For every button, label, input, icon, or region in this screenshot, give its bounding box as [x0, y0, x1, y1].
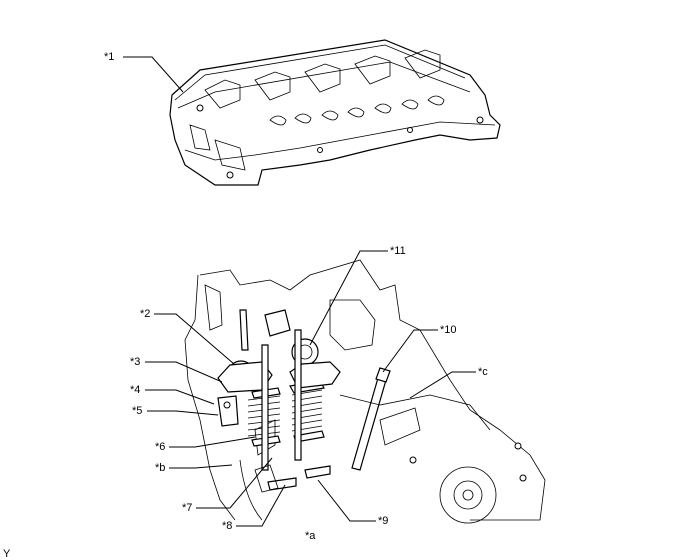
callout-11: *11 — [390, 245, 406, 257]
leader-line-b — [169, 464, 233, 469]
leader-line-9 — [317, 479, 376, 522]
callout-a: *a — [305, 530, 316, 542]
corner-mark: Y — [3, 548, 11, 560]
callout-9: *9 — [378, 515, 388, 527]
callout-b: *b — [155, 462, 165, 474]
callout-7: *7 — [182, 502, 192, 514]
callout-2: *2 — [140, 308, 150, 320]
leader-line-3 — [145, 361, 223, 383]
leader-line-c — [409, 371, 476, 399]
leader-line-5 — [147, 410, 219, 416]
callout-3: *3 — [130, 356, 140, 368]
leader-line-2 — [154, 313, 235, 365]
callout-4: *4 — [130, 384, 140, 396]
leader-line-1 — [123, 56, 184, 93]
callout-10: *10 — [440, 324, 457, 336]
callout-8: *8 — [222, 520, 232, 532]
callout-c: *c — [478, 366, 488, 378]
leader-line-8 — [236, 484, 286, 527]
leader-line-6 — [169, 436, 256, 448]
leader-line-10 — [382, 329, 438, 373]
leader-line-7 — [196, 457, 273, 509]
callout-6: *6 — [155, 441, 165, 453]
callout-5: *5 — [132, 405, 142, 417]
cylinder-head-illustration — [169, 39, 501, 186]
leader-line-11 — [309, 250, 388, 346]
engine-section-illustration — [184, 259, 546, 524]
leader-line-4 — [145, 389, 215, 405]
callout-1: *1 — [104, 51, 114, 63]
